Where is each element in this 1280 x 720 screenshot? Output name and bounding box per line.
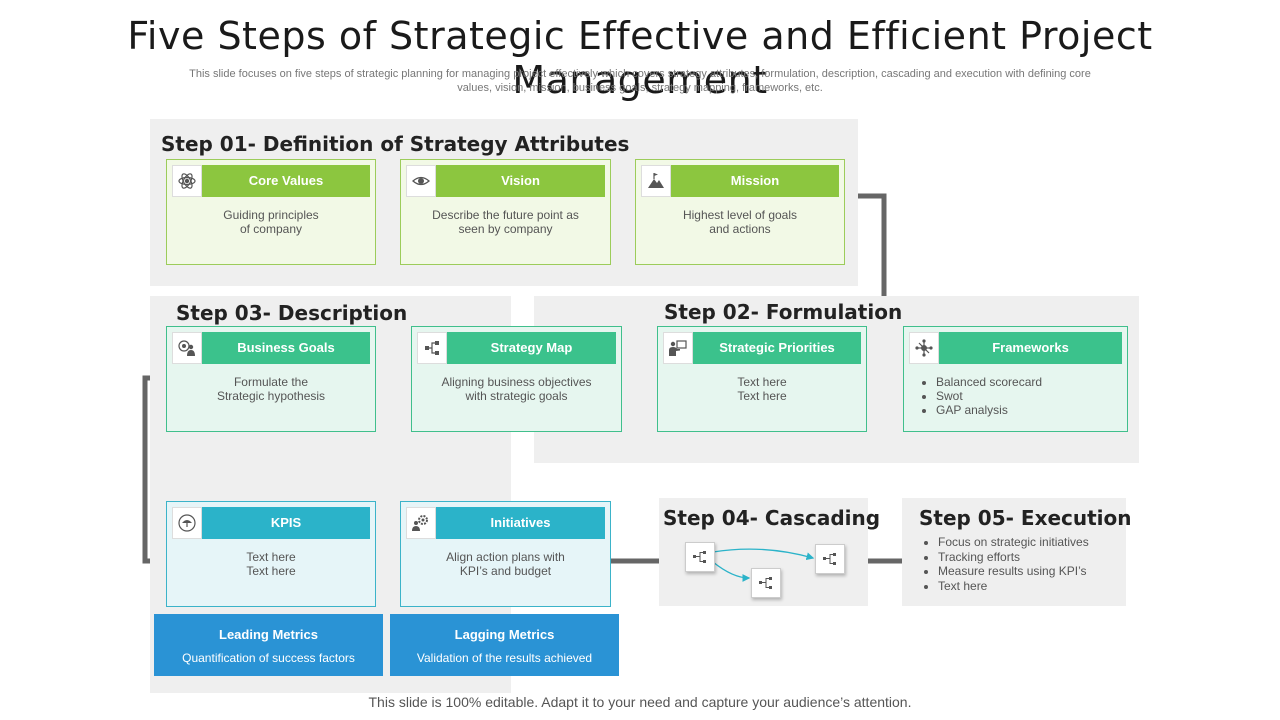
leading-metrics-desc: Quantification of success factors [182,651,355,665]
business-goals-text: Formulate the Strategic hypothesis [175,375,367,403]
strategic-priorities-text-line-1: Text here [737,375,787,389]
vision-text-line-1: Describe the future point as [432,208,579,222]
initiatives-header: Initiatives [406,507,605,539]
execution-list: Focus on strategic initiatives Tracking … [922,535,1089,593]
kpis-header: KPIS [172,507,370,539]
atom-heart-icon [172,165,202,197]
core-values-text-line-2: of company [239,222,303,236]
target-person-icon [172,332,202,364]
gear-person-icon [406,507,436,539]
business-goals-text-line-1: Formulate the [233,375,309,389]
step2-title: Step 02- Formulation [664,300,903,324]
mission-label: Mission [730,173,780,188]
step3-title: Step 03- Description [176,301,408,325]
eye-icon [406,165,436,197]
cascade-node-1 [685,542,715,572]
mission-text: Highest level of goals and actions [644,208,836,236]
vision-header: Vision [406,165,605,197]
frameworks-card: Frameworks Balanced scorecard Swot GAP a… [903,326,1128,432]
page-subtitle: This slide focuses on five steps of stra… [189,68,1091,94]
cascade-nodes-icon [683,540,853,602]
execution-bullet: Tracking efforts [938,550,1089,565]
mission-text-line-1: Highest level of goals [682,208,798,222]
strategy-map-label: Strategy Map [490,340,573,355]
strategic-priorities-header: Strategic Priorities [663,332,861,364]
step4-title: Step 04- Cascading [663,506,881,530]
step1-title: Step 01- Definition of Strategy Attribut… [161,132,630,156]
strategic-priorities-card: Strategic Priorities Text here Text here [657,326,867,432]
step5-title: Step 05- Execution [919,506,1132,530]
presenter-icon [663,332,693,364]
initiatives-text-line-2: KPI’s and budget [459,564,552,578]
step5-panel [902,498,1126,606]
kpis-text-line-2: Text here [246,564,296,578]
core-values-header: Core Values [172,165,370,197]
page-title: Five Steps of Strategic Effective and Ef… [127,14,1153,102]
cascade-arrows [712,548,815,582]
initiatives-label: Initiatives [490,515,551,530]
initiatives-text-line-1: Align action plans with [446,550,565,564]
frameworks-label: Frameworks [992,340,1069,355]
execution-bullet: Measure results using KPI’s [938,564,1089,579]
mountain-flag-icon [641,165,671,197]
vision-text: Describe the future point as seen by com… [409,208,602,236]
vision-card: Vision Describe the future point as seen… [400,159,611,265]
core-values-label: Core Values [248,173,324,188]
frameworks-header: Frameworks [909,332,1122,364]
network-icon [909,332,939,364]
strategy-map-text-line-2: with strategic goals [465,389,568,403]
leading-metrics-box: Leading Metrics Quantification of succes… [154,614,383,676]
cascade-node-2 [815,544,845,574]
core-values-text-line-1: Guiding principles [223,208,319,222]
core-values-text: Guiding principles of company [175,208,367,236]
kpis-label: KPIS [270,515,302,530]
kpis-text: Text here Text here [175,550,367,578]
strategic-priorities-label: Strategic Priorities [719,340,835,355]
cascade-node-3 [751,568,781,598]
lagging-metrics-desc: Validation of the results achieved [416,651,593,665]
execution-bullet: Text here [938,579,1089,594]
business-goals-text-line-2: Strategic hypothesis [216,389,326,403]
kpis-card: KPIS Text here Text here [166,501,376,607]
footer-note: This slide is 100% editable. Adapt it to… [368,694,912,710]
frameworks-bullet: Swot [936,389,1119,403]
initiatives-text: Align action plans with KPI’s and budget [409,550,602,578]
business-goals-header: Business Goals [172,332,370,364]
lagging-metrics-title: Lagging Metrics [454,627,555,642]
kpis-text-line-1: Text here [246,550,296,564]
frameworks-bullet: GAP analysis [936,403,1119,417]
strategic-priorities-text-line-2: Text here [737,389,787,403]
strategy-map-text: Aligning business objectives with strate… [420,375,613,403]
mission-text-line-2: and actions [709,222,771,236]
strategy-map-card: Strategy Map Aligning business objective… [411,326,622,432]
frameworks-list: Balanced scorecard Swot GAP analysis [908,375,1119,417]
execution-bullet: Focus on strategic initiatives [938,535,1089,550]
mission-header: Mission [641,165,839,197]
strategy-map-text-line-1: Aligning business objectives [441,375,592,389]
strategic-priorities-text: Text here Text here [666,375,858,403]
core-values-card: Core Values Guiding principles of compan… [166,159,376,265]
umbrella-icon [172,507,202,539]
lagging-metrics-box: Lagging Metrics Validation of the result… [390,614,619,676]
business-goals-label: Business Goals [237,340,335,355]
initiatives-card: Initiatives Align action plans with KPI’… [400,501,611,607]
flowchart-icon [417,332,447,364]
vision-label: Vision [501,173,540,188]
vision-text-line-2: seen by company [458,222,553,236]
frameworks-bullet: Balanced scorecard [936,375,1119,389]
strategy-map-header: Strategy Map [417,332,616,364]
business-goals-card: Business Goals Formulate the Strategic h… [166,326,376,432]
mission-card: Mission Highest level of goals and actio… [635,159,845,265]
leading-metrics-title: Leading Metrics [219,627,318,642]
